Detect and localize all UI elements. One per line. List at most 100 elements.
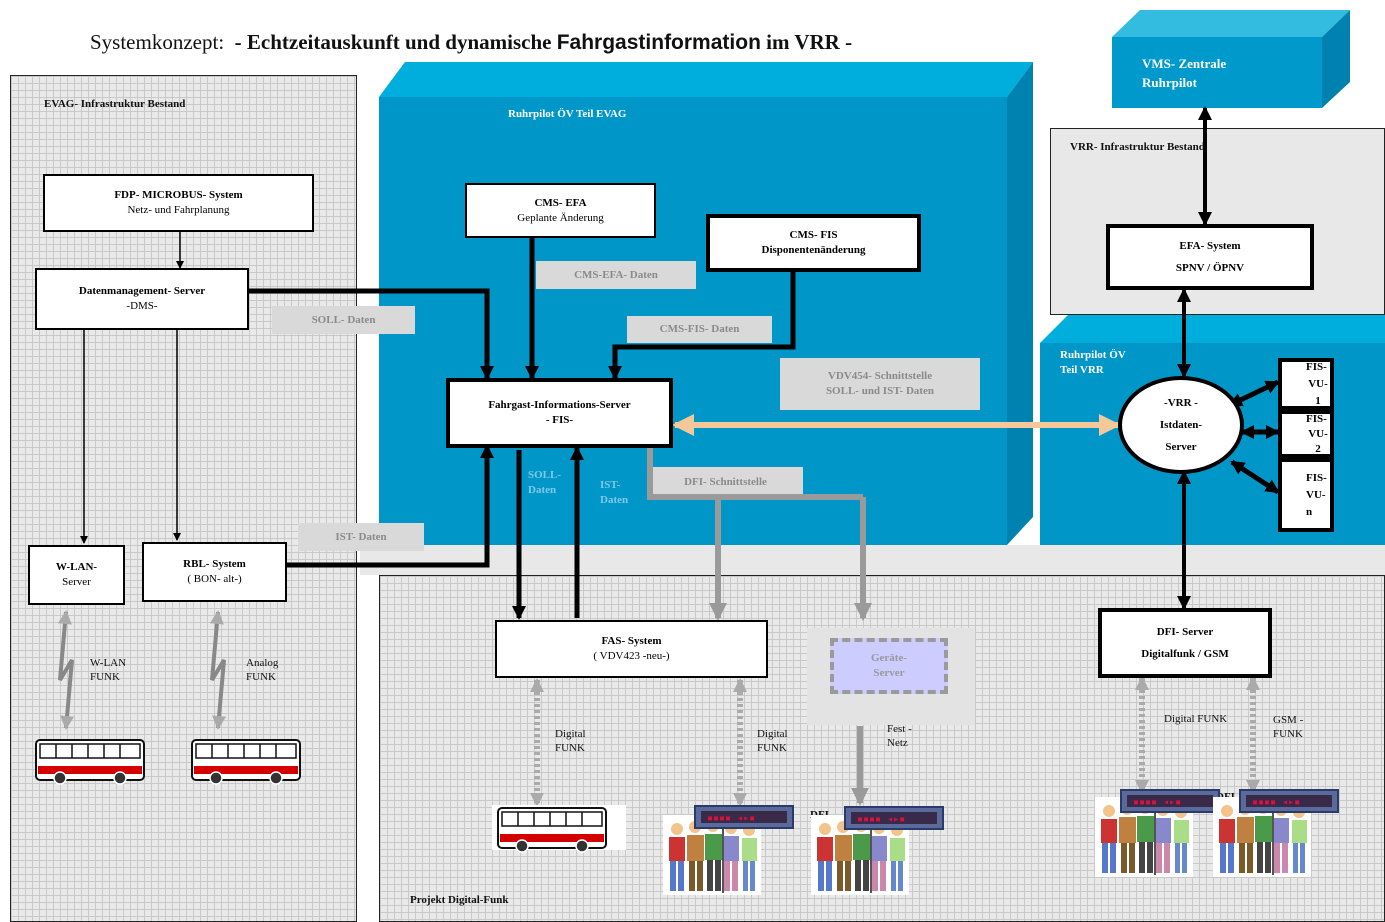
digital2-l1: Digital — [757, 728, 788, 740]
analog-funk-label: Analog FUNK — [246, 656, 278, 684]
vms-block-top — [1112, 10, 1350, 37]
vrr-block-top — [1040, 315, 1385, 343]
festnetz-label: Fest - Netz — [887, 722, 912, 750]
vrr-fisvun-arrow — [1230, 459, 1280, 495]
fest-l2: Netz — [887, 737, 908, 749]
fas-system-box: FAS- System ( VDV423 -neu-) — [495, 620, 768, 678]
wlan-sub: Server — [62, 576, 91, 588]
digital1-l1: Digital — [555, 728, 586, 740]
vdv454-line1: VDV454- Schnittstelle — [827, 370, 933, 382]
dfi-interface-line — [647, 446, 863, 500]
wlan-funk-link — [57, 610, 75, 730]
wlan-title: W-LAN- — [55, 561, 98, 573]
diagram-title: Systemkonzept: - Echtzeitauskunft und dy… — [90, 30, 852, 55]
vrr-istdaten-server: -VRR - Istdaten- Server — [1118, 376, 1244, 474]
fisvun-l2: VU- — [1306, 488, 1326, 501]
geraete-line1: Geräte- — [870, 652, 908, 664]
cms-fis-title: CMS- FIS — [789, 229, 838, 241]
dms-box: Datenmanagement- Server -DMS- — [35, 268, 249, 330]
ruhrpilot-vrr-label: Ruhrpilot ÖV Teil VRR — [1060, 348, 1130, 378]
dms-to-fis-arrow — [249, 288, 494, 380]
cms-fis-daten-tag: CMS-FIS- Daten — [627, 316, 772, 343]
ist-daten-v-l2: Daten — [600, 494, 629, 506]
fisvu2-l1: FIS- — [1306, 412, 1327, 425]
cms-fis-sub: Disponentenänderung — [761, 244, 866, 256]
cms-efa-daten-tag: CMS-EFA- Daten — [536, 261, 696, 289]
vdv454-line2: SOLL- und IST- Daten — [825, 385, 935, 397]
fisvun-l1: FIS- — [1306, 471, 1327, 484]
geraete-server-box: Geräte- Server — [830, 638, 948, 694]
dfi-display-icon-1 — [694, 805, 794, 829]
dfi-display-icon-3 — [1120, 789, 1220, 813]
geraete-line2: Server — [873, 667, 905, 679]
gsm-funk-label: GSM - FUNK — [1273, 713, 1303, 741]
vms-block-side — [1322, 10, 1350, 108]
ist-daten-vertical-label: IST- Daten — [600, 478, 628, 508]
background-strip — [360, 545, 1385, 575]
wlan-funk-l2: FUNK — [90, 671, 120, 683]
cms-fis-daten-text: CMS-FIS- Daten — [659, 323, 740, 335]
dfi-display-icon-2 — [844, 806, 944, 830]
ist-daten-tag: IST- Daten — [298, 523, 424, 551]
efa-sub: SPNV / ÖPNV — [1175, 262, 1245, 274]
vrr-ist-l1: -VRR - — [1164, 397, 1198, 409]
efa-title: EFA- System — [1179, 240, 1241, 252]
dms-sub: -DMS- — [126, 300, 158, 312]
rbl-system-box: RBL- System ( BON- alt-) — [142, 542, 287, 602]
ruhrpilot-evag-label: Ruhrpilot ÖV Teil EVAG — [508, 108, 627, 120]
rbl-title: RBL- System — [183, 558, 246, 570]
rbl-sub: ( BON- alt-) — [187, 573, 242, 585]
gsm-l1: GSM - — [1273, 714, 1304, 726]
cms-fis-to-fis-arrow — [608, 272, 796, 380]
dfi-schnittstelle-tag: DFI- Schnittstelle — [648, 467, 803, 497]
fisvu1-l2: VU-1 — [1308, 377, 1328, 407]
fis-vu-2-box: FIS- VU-2 — [1278, 410, 1334, 458]
soll-daten-vertical-label: SOLL- Daten — [528, 468, 561, 498]
evag-block-top — [379, 62, 1033, 97]
dfi-schnittstelle-text: DFI- Schnittstelle — [684, 475, 767, 488]
vms-zentrale-label: VMS- Zentrale Ruhrpilot — [1142, 56, 1227, 90]
bus-icon-wlan — [35, 739, 145, 785]
fisvu1-l1: FIS- — [1306, 360, 1327, 373]
fas-sub: ( VDV423 -neu-) — [593, 650, 670, 662]
bus-icon-digital — [497, 807, 607, 853]
digital-funk-label-1: Digital FUNK — [555, 727, 586, 755]
vrr-ist-l3: Server — [1165, 441, 1197, 453]
dms-title: Datenmanagement- Server — [78, 285, 206, 297]
fest-l1: Fest - — [887, 723, 912, 735]
vms-zentrale-box: VMS- Zentrale Ruhrpilot — [1112, 37, 1322, 108]
vdv454-tag: VDV454- Schnittstelle SOLL- und IST- Dat… — [780, 358, 980, 410]
fis-vu-n-box: FIS- VU- n — [1278, 458, 1334, 532]
fdp-microbus-box: FDP- MICROBUS- System Netz- und Fahrplan… — [43, 174, 314, 232]
wlan-funk-l1: W-LAN — [90, 657, 127, 669]
soll-daten-v-l2: Daten — [528, 484, 557, 496]
evag-infra-label: EVAG- Infrastruktur Bestand — [44, 98, 186, 110]
analog-l1: Analog — [246, 657, 279, 669]
title-prefix: Systemkonzept: — [90, 30, 225, 54]
digital2-l2: FUNK — [757, 742, 787, 754]
cms-efa-title: CMS- EFA — [534, 196, 587, 209]
vrr-fisvu1-arrow — [1228, 379, 1280, 408]
bus-icon-analog — [191, 739, 301, 785]
soll-daten-tag: SOLL- Daten — [272, 306, 415, 334]
vrr-infra-label: VRR- Infrastruktur Bestand — [1070, 141, 1205, 153]
analog-l2: FUNK — [246, 671, 276, 683]
soll-daten-text: SOLL- Daten — [311, 313, 376, 326]
cms-efa-daten-text: CMS-EFA- Daten — [574, 268, 658, 281]
efa-system-box: EFA- System SPNV / ÖPNV — [1106, 224, 1314, 290]
fdp-sub: Netz- und Fahrplanung — [127, 204, 230, 216]
gsm-l2: FUNK — [1273, 728, 1303, 740]
digital-funk-label: Projekt Digital-Funk — [410, 894, 509, 906]
cms-fis-box: CMS- FIS Disponentenänderung — [706, 214, 921, 272]
cms-efa-sub: Geplante Änderung — [517, 211, 604, 224]
digital1-l2: FUNK — [555, 742, 585, 754]
digital-funk-label-2: Digital FUNK — [757, 727, 788, 755]
title-part1: - Echtzeitauskunft und dynamische — [234, 30, 552, 54]
fis-vu-1-box: FIS- VU-1 — [1278, 358, 1334, 410]
dfi-server-box: DFI- Server Digitalfunk / GSM — [1098, 608, 1272, 678]
analog-funk-link — [209, 610, 227, 730]
ist-daten-text: IST- Daten — [335, 530, 387, 543]
rbl-to-fis-arrow — [287, 444, 494, 568]
